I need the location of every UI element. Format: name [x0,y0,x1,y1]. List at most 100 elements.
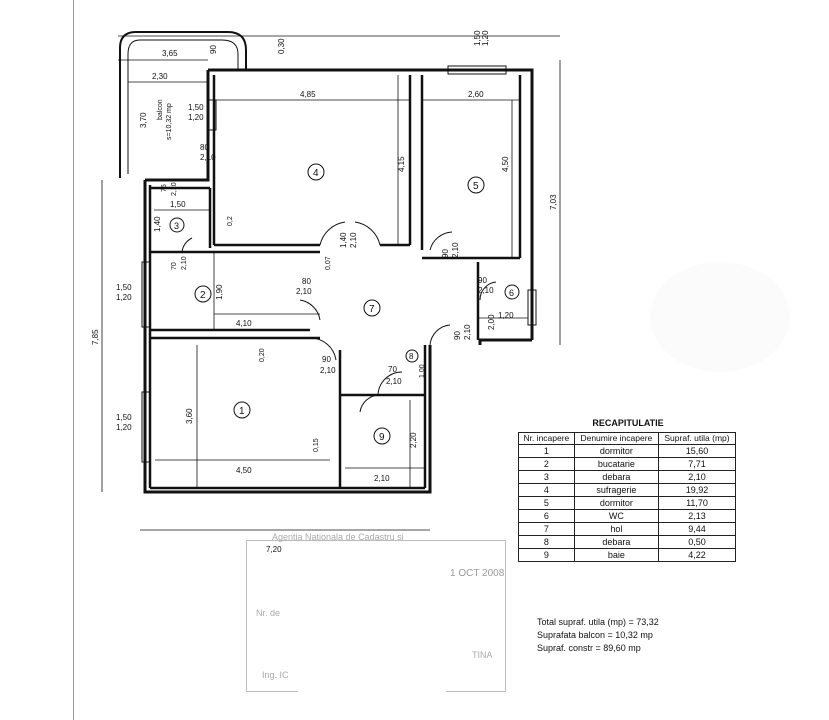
door-label: 2,10 [463,324,472,340]
window-label: 1,20 [116,293,132,302]
row-nr: 1 [518,444,575,458]
door-label: 2,10 [171,182,178,196]
door-label: 2,10 [451,242,460,258]
recap-table: Nr. incapere Denumire incapere Supraf. u… [518,432,736,562]
room-number-7: 7 [369,304,375,315]
dimension-lines [101,35,561,531]
room9-width: 2,10 [374,474,390,483]
room1-height: 3,60 [185,408,194,424]
room-number-2: 2 [200,290,206,301]
interior-walls [148,75,522,490]
door-label: 1,40 [339,232,348,248]
door-label: 80 [200,143,209,152]
room1-width: 4,50 [236,466,252,475]
row-nr: 8 [518,535,575,549]
row-nr: 4 [518,483,575,497]
row-nr: 5 [518,496,575,510]
row-area: 4,22 [658,548,736,562]
misc-dim: 0,2 [227,216,234,226]
door-label: 75 [161,184,168,192]
row-nr: 3 [518,470,575,484]
door-label: 90 [478,276,487,285]
row-nr: 9 [518,548,575,562]
total-useful-area: Total supraf. utila (mp) = 73,32 [537,617,659,627]
built-area-total: Supraf. constr = 89,60 mp [537,643,641,653]
row-name: baie [573,548,660,562]
right-height: 7,03 [549,194,558,210]
balcony-window-h: 1,20 [188,113,204,122]
room2-width: 4,10 [236,319,252,328]
room4-height: 4,15 [397,156,406,172]
row-name: debara [573,470,660,484]
room3-height: 1,40 [153,216,162,232]
row-area: 2,10 [658,470,736,484]
room-number-3: 3 [174,221,179,231]
misc-dim: 0,20 [259,348,266,362]
row-name: hol [573,522,660,536]
row-area: 2,13 [658,509,736,523]
row-name: bucatarie [573,457,660,471]
cadastre-stamp: Agentia Nationala de Cadastru si Nr. de … [246,520,516,696]
room-number-9: 9 [379,432,385,443]
balcony-area: s=10,32 mp [166,103,173,140]
balcony-width: 2,30 [152,72,168,81]
room-number-1: 1 [239,406,245,417]
header-area: Supraf. utila (mp) [658,432,736,445]
recap-title: RECAPITULATIE [592,418,664,428]
room6-height: 2,00 [487,314,496,330]
balcony-window-w: 1,50 [188,103,204,112]
stamp-redaction [298,548,446,696]
stamp-line1: Agentia Nationala de Cadastru si [272,532,404,542]
misc-dim: 0,15 [313,438,320,452]
row-area: 7,71 [658,457,736,471]
door-label: 2,10 [320,366,336,375]
door-label: 2,10 [478,286,494,295]
room-number-5: 5 [473,181,479,192]
stamp-line2: Nr. de [256,608,281,618]
row-area: 0,50 [658,535,736,549]
total-height: 7,85 [91,329,100,345]
stamp-date: 1 OCT 2008 [450,568,505,579]
top-dim-90: 90 [209,45,218,54]
room-number-8: 8 [409,352,414,361]
stamp-suffix: TINA [472,650,493,660]
door-label: 2,10 [296,287,312,296]
row-area: 11,70 [658,496,736,510]
header-nr: Nr. incapere [518,432,575,445]
misc-dim: 0,07 [325,256,332,270]
total-width: 7,20 [266,545,282,554]
room-number-4: 4 [313,168,319,179]
door-label: 90 [441,249,450,258]
room3-width: 1,50 [170,200,186,209]
door-label: 80 [302,277,311,286]
balcony-height: 3,70 [139,112,148,128]
row-name: dormitor [573,496,660,510]
misc-dim: 1,00 [419,364,426,378]
room-number-markers [169,163,520,445]
watermark-smudge [650,262,790,372]
row-nr: 7 [518,522,575,536]
door-label: 90 [322,355,331,364]
header-name: Denumire incapere [573,432,660,445]
window-label: 1,50 [116,283,132,292]
door-label: 2,10 [181,256,188,270]
row-name: sufragerie [573,483,660,497]
window-label: 1,20 [116,423,132,432]
top-dim-030: 0,30 [277,38,286,54]
row-area: 9,44 [658,522,736,536]
room2-height: 1,90 [215,284,224,300]
door-label: 2,10 [349,232,358,248]
room4-width: 4,85 [300,90,316,99]
door-label: 2,10 [386,377,402,386]
balcony-area-total: Suprafata balcon = 10,32 mp [537,630,653,640]
door-label: 90 [453,331,462,340]
row-area: 19,92 [658,483,736,497]
